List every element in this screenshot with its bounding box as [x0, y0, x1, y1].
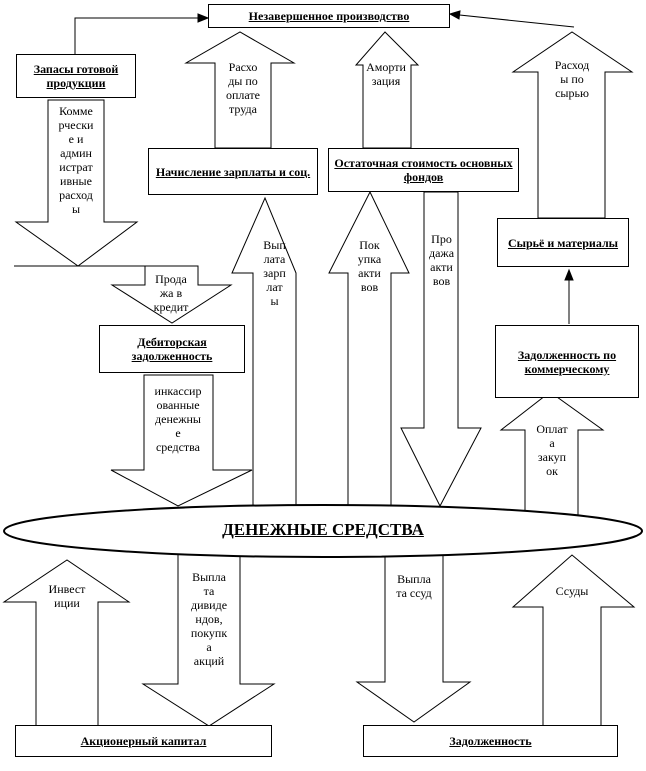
- node-fixed-assets: Остаточная стоимость основных фондов: [328, 148, 519, 192]
- connector-raw-wip: [449, 13, 575, 28]
- label-asset-purchase: Пок упка акти вов: [357, 238, 382, 294]
- node-wip: Незавершенное производство: [208, 4, 450, 28]
- node-raw-materials: Сырьё и материалы: [497, 218, 629, 267]
- label-admin-costs: Комме рчески е и админ истрат ивные расх…: [58, 104, 94, 216]
- label-credit-sales: Прода жа в кредит: [153, 272, 189, 314]
- label-labor-costs: Расхо ды по оплате труда: [226, 60, 260, 116]
- label-purchase-payment: Оплат а закуп ок: [536, 422, 568, 478]
- label-investments: Инвест иции: [48, 582, 86, 610]
- arrow-amortization: [354, 31, 420, 149]
- label-raw-costs: Расход ы по сырью: [554, 58, 590, 100]
- arrow-dividends: [141, 551, 276, 727]
- label-dividends: Выпла та дивиде ндов, покупк а акций: [190, 570, 228, 668]
- arrow-investments: [2, 559, 131, 729]
- node-finished-goods: Запасы готовой продукции: [16, 54, 136, 98]
- cash-ellipse: [3, 504, 643, 558]
- node-receivables: Дебиторская задолженность: [99, 325, 245, 373]
- arrow-raw-costs: [511, 31, 634, 219]
- arrow-loans: [511, 554, 636, 729]
- node-cash: ДЕНЕЖНЫЕ СРЕДСТВА: [222, 520, 424, 539]
- label-loan-repayment: Выпла та ссуд: [396, 572, 432, 600]
- arrow-asset-sale: [400, 191, 482, 508]
- arrow-loan-repayment: [355, 551, 472, 723]
- node-payroll: Начисление зарплаты и соц.: [148, 148, 318, 195]
- arrow-purchase-payment: [499, 391, 605, 517]
- arrow-admin-costs: [14, 99, 139, 267]
- label-collected-cash: инкассир ованные денежны е средства: [154, 384, 202, 454]
- label-loans: Ссуды: [555, 584, 589, 598]
- arrow-asset-purchase: [328, 190, 410, 509]
- label-asset-sale: Про дажа акти вов: [428, 232, 455, 288]
- node-debt: Задолженность: [363, 725, 618, 757]
- label-wage-payment: Вып лата зарп лат ы: [263, 238, 286, 308]
- node-equity: Акционерный капитал: [15, 725, 272, 757]
- arrow-credit-sales: [110, 265, 233, 324]
- connector-finished-goods-wip: [74, 17, 208, 55]
- node-payables: Задолженность по коммерческому: [495, 325, 639, 398]
- label-amortization: Аморти зация: [366, 60, 406, 88]
- arrow-collected-cash: [110, 374, 253, 507]
- arrow-labor-costs: [184, 31, 296, 149]
